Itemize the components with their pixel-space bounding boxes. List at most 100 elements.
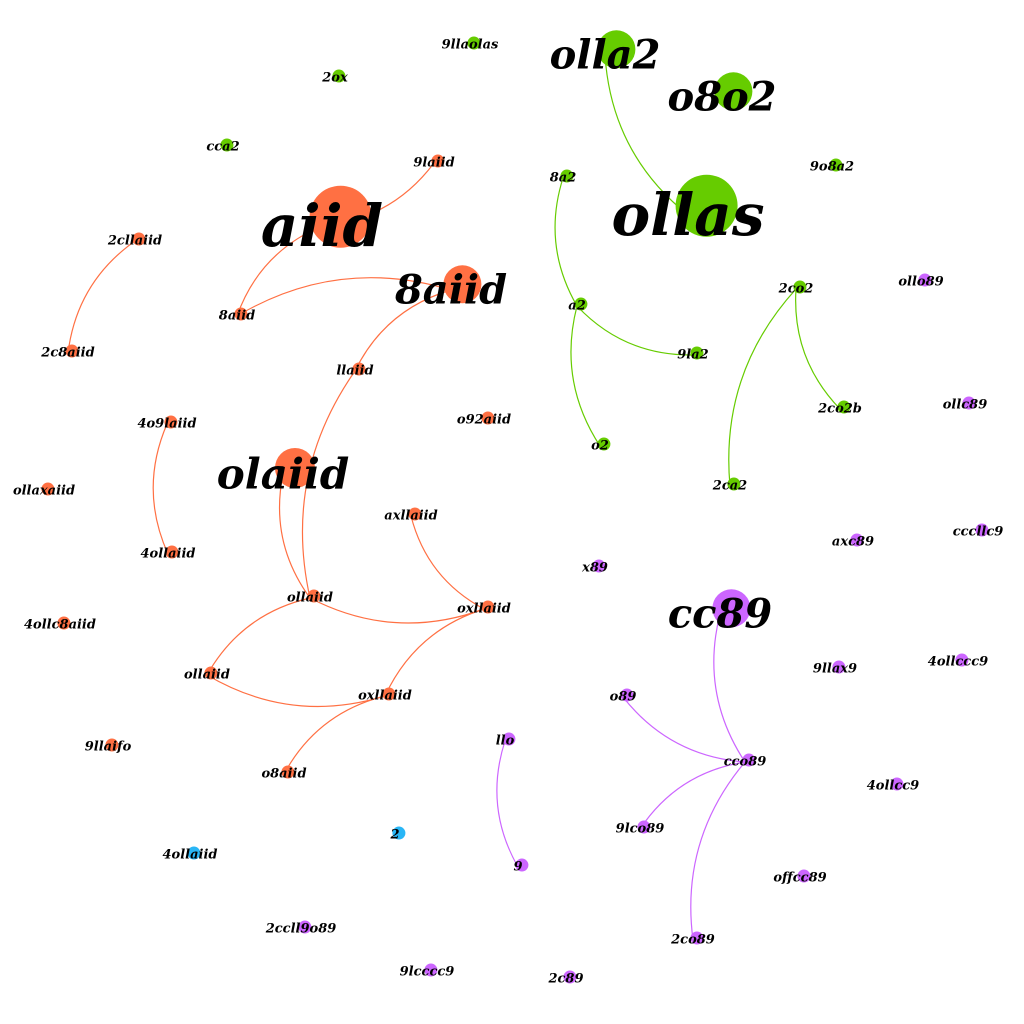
graph-node[interactable]: 2co89: [670, 931, 715, 948]
graph-node[interactable]: axc89: [832, 533, 874, 550]
node-circle[interactable]: [597, 437, 611, 451]
graph-node[interactable]: ollaxaiid: [13, 482, 75, 499]
graph-node[interactable]: ollaiid: [287, 589, 333, 606]
graph-node[interactable]: 9lcccc9: [400, 963, 455, 980]
node-circle[interactable]: [57, 616, 71, 630]
node-circle[interactable]: [955, 653, 969, 667]
graph-node[interactable]: 2ca2: [712, 477, 747, 494]
graph-node[interactable]: 4ollaiid: [141, 545, 196, 562]
node-circle[interactable]: [742, 753, 756, 767]
node-circle[interactable]: [352, 362, 366, 376]
node-circle[interactable]: [515, 858, 529, 872]
graph-node[interactable]: 9o8a2: [810, 158, 854, 175]
graph-node[interactable]: llaiid: [336, 362, 374, 379]
graph-node[interactable]: 9lco89: [616, 820, 665, 837]
node-circle[interactable]: [890, 777, 904, 791]
node-circle[interactable]: [592, 559, 606, 573]
node-circle[interactable]: [382, 687, 396, 701]
node-circle[interactable]: [105, 738, 119, 752]
node-circle[interactable]: [309, 185, 372, 248]
graph-node[interactable]: llo: [496, 732, 516, 749]
graph-node[interactable]: ollc89: [943, 396, 988, 413]
node-circle[interactable]: [975, 523, 989, 537]
node-circle[interactable]: [574, 297, 588, 311]
node-circle[interactable]: [275, 448, 315, 488]
node-circle[interactable]: [675, 174, 738, 237]
node-circle[interactable]: [307, 589, 321, 603]
graph-node[interactable]: cccllc9: [953, 523, 1004, 540]
graph-node[interactable]: olaiid: [217, 448, 349, 499]
node-circle[interactable]: [560, 169, 574, 183]
node-circle[interactable]: [690, 346, 704, 360]
graph-node[interactable]: 8aiid: [219, 307, 255, 324]
graph-node[interactable]: aiid: [261, 185, 383, 260]
graph-node[interactable]: cc89: [668, 589, 772, 638]
node-circle[interactable]: [563, 970, 577, 984]
graph-node[interactable]: 2cllaiid: [107, 232, 162, 249]
graph-node[interactable]: offcc89: [773, 869, 827, 886]
graph-node[interactable]: 4ollccc9: [928, 653, 988, 670]
graph-node[interactable]: x89: [581, 559, 608, 576]
node-circle[interactable]: [481, 600, 495, 614]
node-circle[interactable]: [408, 507, 422, 521]
node-circle[interactable]: [727, 477, 741, 491]
node-circle[interactable]: [481, 411, 495, 425]
graph-node[interactable]: 2ccll9o89: [265, 920, 337, 937]
node-circle[interactable]: [164, 415, 178, 429]
graph-node[interactable]: o8aiid: [261, 765, 307, 782]
node-circle[interactable]: [220, 138, 234, 152]
graph-node[interactable]: 9: [513, 858, 529, 875]
graph-node[interactable]: o2: [591, 437, 611, 454]
graph-node[interactable]: a2: [568, 297, 588, 314]
node-circle[interactable]: [637, 820, 651, 834]
graph-node[interactable]: oxllaiid: [358, 687, 412, 704]
graph-node[interactable]: 9llaifo: [85, 738, 132, 755]
graph-node[interactable]: 4o9laiid: [137, 415, 197, 432]
node-circle[interactable]: [829, 158, 843, 172]
graph-node[interactable]: 2c8aiid: [40, 344, 95, 361]
node-circle[interactable]: [962, 396, 976, 410]
graph-node[interactable]: 9laiid: [413, 154, 455, 171]
graph-node[interactable]: 2ox: [321, 69, 348, 86]
graph-node[interactable]: 8a2: [550, 169, 577, 186]
node-circle[interactable]: [281, 765, 295, 779]
graph-node[interactable]: 9llax9: [813, 660, 857, 677]
node-circle[interactable]: [837, 400, 851, 414]
graph-node[interactable]: o92aiid: [457, 411, 511, 428]
graph-node[interactable]: o8o2: [667, 72, 777, 121]
graph-node[interactable]: 4ollc8aiid: [24, 616, 96, 633]
graph-node[interactable]: oxllaiid: [457, 600, 511, 617]
node-circle[interactable]: [392, 826, 406, 840]
graph-node[interactable]: olla2: [550, 30, 661, 79]
node-circle[interactable]: [443, 265, 482, 304]
node-circle[interactable]: [132, 232, 146, 246]
node-circle[interactable]: [467, 36, 481, 50]
node-circle[interactable]: [165, 545, 179, 559]
node-circle[interactable]: [918, 273, 932, 287]
node-circle[interactable]: [204, 666, 218, 680]
node-circle[interactable]: [690, 931, 704, 945]
node-circle[interactable]: [793, 280, 807, 294]
node-circle[interactable]: [850, 533, 864, 547]
node-circle[interactable]: [712, 589, 751, 628]
node-circle[interactable]: [714, 72, 753, 111]
graph-node[interactable]: 9llaolas: [442, 36, 499, 53]
graph-node[interactable]: ollas: [612, 174, 765, 249]
graph-node[interactable]: 4ollcc9: [867, 777, 919, 794]
graph-node[interactable]: 8aiid: [394, 265, 507, 314]
graph-node[interactable]: cco89: [724, 753, 767, 770]
graph-node[interactable]: 2co2: [778, 280, 814, 297]
node-circle[interactable]: [298, 920, 312, 934]
graph-node[interactable]: cca2: [206, 138, 240, 155]
node-circle[interactable]: [620, 688, 634, 702]
node-circle[interactable]: [65, 344, 79, 358]
graph-node[interactable]: axllaiid: [384, 507, 438, 524]
graph-node[interactable]: ollaiid: [184, 666, 230, 683]
graph-node[interactable]: 4ollaiid: [163, 846, 218, 863]
node-circle[interactable]: [332, 69, 346, 83]
graph-node[interactable]: 2: [389, 826, 406, 843]
node-circle[interactable]: [431, 154, 445, 168]
node-circle[interactable]: [234, 307, 248, 321]
node-circle[interactable]: [797, 869, 811, 883]
node-circle[interactable]: [187, 846, 201, 860]
